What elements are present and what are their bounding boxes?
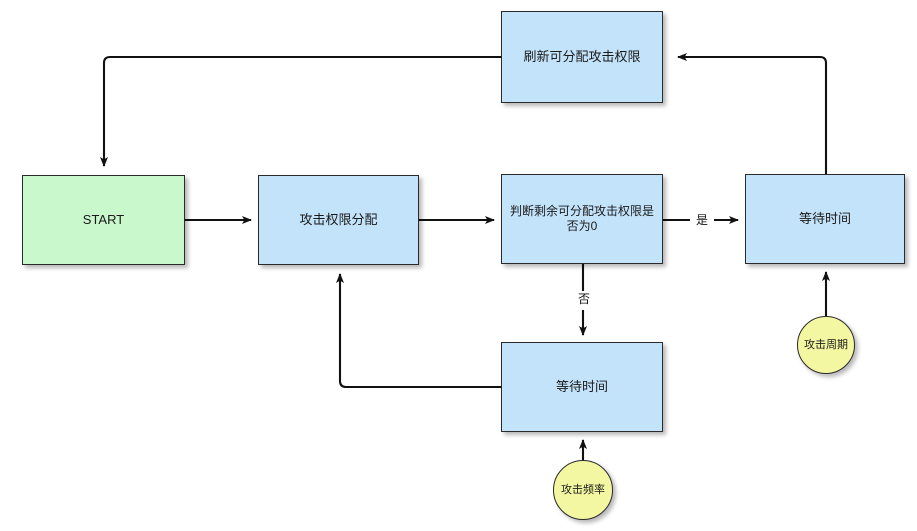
edge-wait-bottom-to-allocate (336, 273, 501, 389)
node-allocate-permissions[interactable]: 攻击权限分配 (258, 175, 419, 265)
node-allocate-permissions-label: 攻击权限分配 (299, 211, 378, 227)
node-decision-remaining-zero-label: 判断剩余可分配攻击权限是 否为0 (509, 203, 654, 233)
edge-label-yes: 是 (694, 213, 711, 227)
node-attack-frequency-label: 攻击频率 (561, 483, 605, 496)
node-attack-period[interactable]: 攻击周期 (797, 316, 855, 374)
node-start-label: START (82, 211, 125, 227)
node-refresh-permissions-label: 刷新可分配攻击权限 (523, 48, 641, 64)
node-attack-period-label: 攻击周期 (804, 338, 848, 351)
node-decision-remaining-zero[interactable]: 判断剩余可分配攻击权限是 否为0 (501, 174, 663, 264)
node-attack-frequency[interactable]: 攻击频率 (553, 460, 613, 520)
edge-refresh-to-start (100, 55, 501, 167)
node-wait-time-right[interactable]: 等待时间 (745, 174, 905, 264)
node-wait-time-bottom-label: 等待时间 (555, 378, 608, 394)
edge-wait-right-to-refresh (677, 53, 828, 174)
node-start[interactable]: START (22, 175, 185, 265)
node-refresh-permissions[interactable]: 刷新可分配攻击权限 (501, 11, 663, 103)
node-wait-time-right-label: 等待时间 (798, 210, 851, 226)
node-wait-time-bottom[interactable]: 等待时间 (501, 342, 663, 432)
edge-label-no: 否 (576, 292, 593, 306)
